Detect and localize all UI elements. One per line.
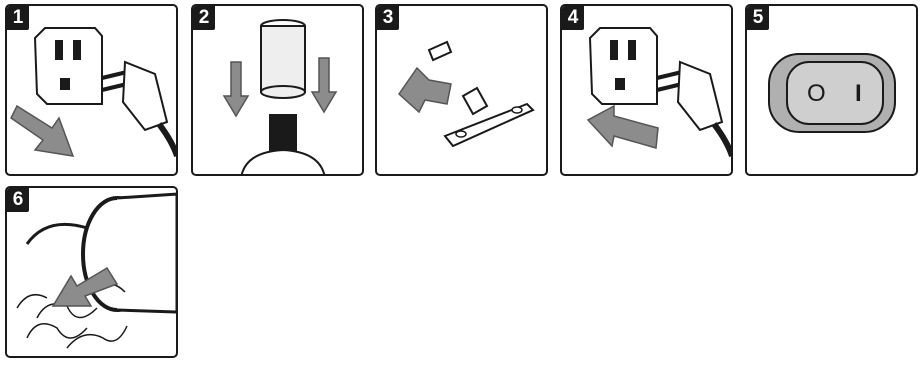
- step-number-badge: 5: [747, 6, 769, 30]
- outlet-slot: [628, 40, 636, 60]
- rocker-switch: [787, 62, 883, 124]
- plug-body: [123, 62, 167, 130]
- direction-arrow: [11, 106, 73, 156]
- floor-nozzle-neck: [463, 88, 487, 114]
- filter-cage: [269, 114, 297, 154]
- step-number-badge: 3: [377, 6, 399, 30]
- wall-outlet: [590, 28, 657, 104]
- outlet-slot: [610, 40, 618, 60]
- switch-illustration: [747, 6, 917, 174]
- step-5-panel: 5 O I: [745, 4, 918, 176]
- step-6-panel: 6: [5, 186, 178, 358]
- switch-on-label: I: [855, 80, 862, 108]
- nozzle-wheel: [512, 107, 522, 113]
- step-4-panel: 4: [560, 4, 733, 176]
- switch-off-label: O: [807, 80, 826, 108]
- outlet-ground-hole: [615, 78, 625, 90]
- step-2-panel: 2: [191, 4, 364, 176]
- down-arrow: [312, 58, 336, 112]
- direction-arrow: [588, 106, 658, 148]
- plug-in-illustration: [562, 6, 732, 174]
- step-1-panel: 1: [5, 4, 178, 176]
- filter-illustration: [193, 6, 363, 174]
- step-3-panel: 3: [375, 4, 548, 176]
- nozzle-wheel: [456, 131, 466, 137]
- outlet-slot: [55, 40, 63, 60]
- outlet-ground-hole: [60, 78, 70, 90]
- foam-filter: [261, 26, 305, 92]
- plug-body: [678, 62, 722, 130]
- empty-bin-illustration: [7, 188, 177, 356]
- power-cord: [714, 124, 732, 156]
- motor-base: [241, 150, 325, 174]
- step-number-badge: 4: [562, 6, 584, 30]
- down-arrow: [224, 62, 248, 116]
- direction-arrow: [399, 68, 451, 112]
- dust-bin-body: [117, 194, 177, 312]
- wall-outlet: [35, 28, 102, 104]
- step-number-badge: 2: [193, 6, 215, 30]
- step-number-badge: 1: [7, 6, 29, 30]
- power-cord: [159, 124, 177, 156]
- dust-bin-lid: [27, 224, 87, 244]
- step-number-badge: 6: [7, 188, 29, 212]
- outlet-slot: [73, 40, 81, 60]
- unplug-illustration: [7, 6, 177, 174]
- nozzle-illustration: [377, 6, 547, 174]
- hose-wand: [429, 42, 451, 60]
